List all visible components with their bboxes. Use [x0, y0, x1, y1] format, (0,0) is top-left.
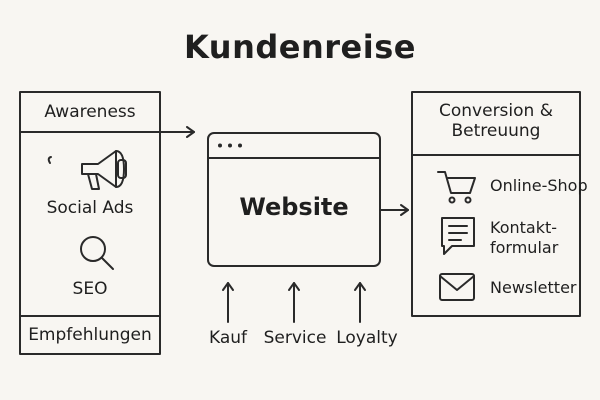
kauf-label: Kauf [208, 328, 248, 348]
newsletter-label: Newsletter [490, 278, 577, 297]
awareness-footer: Empfehlungen [28, 325, 152, 345]
page-title: Kundenreise [184, 28, 416, 66]
website-box [207, 132, 381, 267]
arrow-website-to-conversion [379, 204, 409, 216]
online-shop-label: Online-Shop [490, 176, 588, 195]
service-label: Service [263, 328, 327, 348]
loyalty-label: Loyalty [336, 328, 398, 348]
arrow-awareness-to-website [159, 126, 195, 138]
social-ads-label: Social Ads [46, 198, 134, 218]
magnifier-icon [80, 236, 114, 270]
seo-label: SEO [72, 279, 108, 299]
website-label: Website [239, 193, 349, 221]
arrow-service [288, 282, 300, 323]
arrow-loyalty [354, 282, 366, 323]
kontaktformular-label: Kontakt- formular [490, 218, 559, 257]
envelope-icon [439, 273, 475, 301]
megaphone-icon [47, 150, 127, 190]
form-icon [441, 217, 475, 255]
arrow-kauf [222, 282, 234, 323]
shopping-cart-icon [437, 171, 476, 204]
awareness-header: Awareness [44, 102, 136, 122]
conversion-panel [411, 91, 581, 317]
conversion-header: Conversion & Betreuung [439, 101, 553, 141]
awareness-panel [19, 91, 161, 355]
